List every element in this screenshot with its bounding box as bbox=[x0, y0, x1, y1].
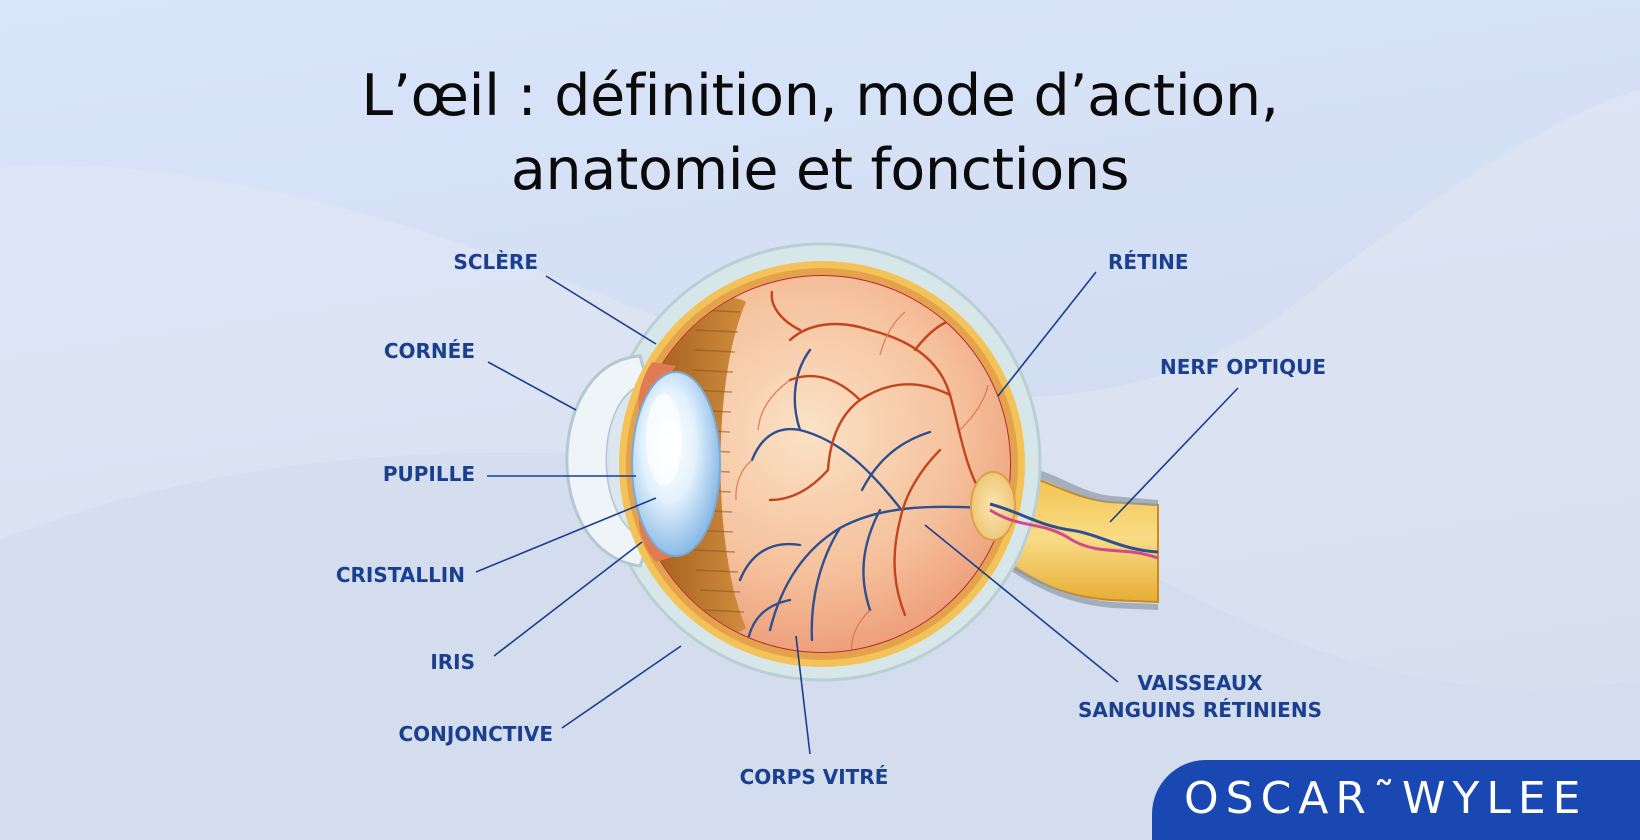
label-retine: RÉTINE bbox=[1108, 249, 1189, 275]
oscar-wylee-logo: OSCAR˜WYLEE bbox=[1152, 760, 1640, 840]
logo-text-oscar: OSCAR bbox=[1184, 773, 1373, 824]
label-iris: IRIS bbox=[430, 649, 475, 675]
label-conjonctive: CONJONCTIVE bbox=[398, 721, 553, 747]
logo-text-wylee: WYLEE bbox=[1402, 773, 1588, 824]
logo-text: OSCAR˜WYLEE bbox=[1184, 774, 1587, 824]
label-sclere: SCLÈRE bbox=[453, 249, 538, 275]
page-title-line-2: anatomie et fonctions bbox=[0, 134, 1640, 206]
lens-highlight bbox=[646, 394, 682, 486]
label-cornee: CORNÉE bbox=[384, 338, 475, 364]
label-corps-vitre: CORPS VITRÉ bbox=[714, 764, 914, 790]
page-title-line-1: L’œil : définition, mode d’action, bbox=[0, 60, 1640, 132]
label-pupille: PUPILLE bbox=[383, 461, 475, 487]
logo-tilde-glyph: ˜ bbox=[1373, 773, 1402, 824]
label-vaisseaux-line-2: SANGUINS RÉTINIENS bbox=[1050, 697, 1350, 723]
label-vaisseaux-line-1: VAISSEAUX bbox=[1050, 670, 1350, 696]
label-nerf-optique: NERF OPTIQUE bbox=[1160, 354, 1326, 380]
label-cristallin: CRISTALLIN bbox=[336, 562, 465, 588]
